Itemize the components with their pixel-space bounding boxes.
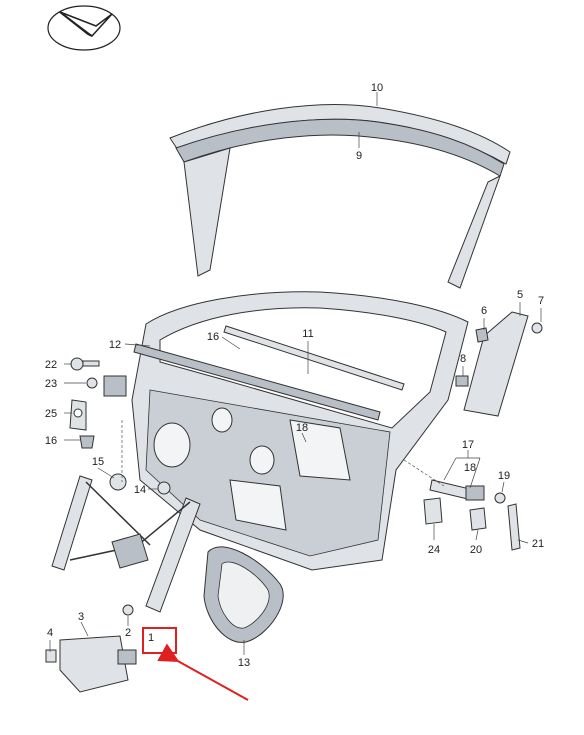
callout-18-door: 18 (296, 422, 308, 434)
left-fasteners (69, 357, 127, 449)
callout-6: 6 (481, 305, 487, 317)
callout-11: 11 (302, 328, 313, 340)
callout-22: 22 (45, 359, 57, 371)
callout-17: 17 (462, 439, 474, 451)
callout-7: 7 (538, 295, 544, 307)
callout-15: 15 (92, 456, 104, 468)
callout-16-left: 16 (45, 435, 57, 447)
callout-25: 25 (45, 408, 57, 420)
door-edge-parts (455, 311, 543, 417)
callout-9: 9 (356, 150, 362, 162)
leader-lines (49, 92, 542, 655)
callout-3: 3 (78, 611, 84, 623)
highlight-arrow (157, 643, 249, 701)
callout-5: 5 (517, 289, 523, 301)
door-shell (131, 291, 469, 571)
callout-14: 14 (134, 484, 146, 496)
callout-1: 1 (148, 632, 154, 644)
door-panel-seal (203, 546, 284, 643)
callout-4: 4 (47, 627, 53, 639)
callout-23: 23 (45, 378, 57, 390)
callout-24: 24 (428, 544, 440, 556)
window-frame-seal (169, 104, 511, 289)
callout-19: 19 (498, 470, 510, 482)
callout-18-lock: 18 (464, 462, 476, 474)
lock-parts (423, 479, 521, 551)
callout-20: 20 (470, 544, 482, 556)
window-strips (133, 325, 405, 421)
callout-labels: 10 9 12 16 11 6 5 7 8 22 23 25 16 18 17 … (45, 82, 544, 669)
direction-arrow-logo-icon (47, 5, 121, 51)
callout-16-top: 16 (207, 331, 219, 343)
callout-12: 12 (109, 339, 121, 351)
highlight-marker (142, 627, 249, 701)
callout-10: 10 (371, 82, 383, 94)
callout-13: 13 (238, 657, 250, 669)
window-regulator (45, 473, 201, 693)
callout-2: 2 (125, 627, 131, 639)
callout-21: 21 (532, 538, 544, 550)
callout-8: 8 (460, 353, 466, 365)
